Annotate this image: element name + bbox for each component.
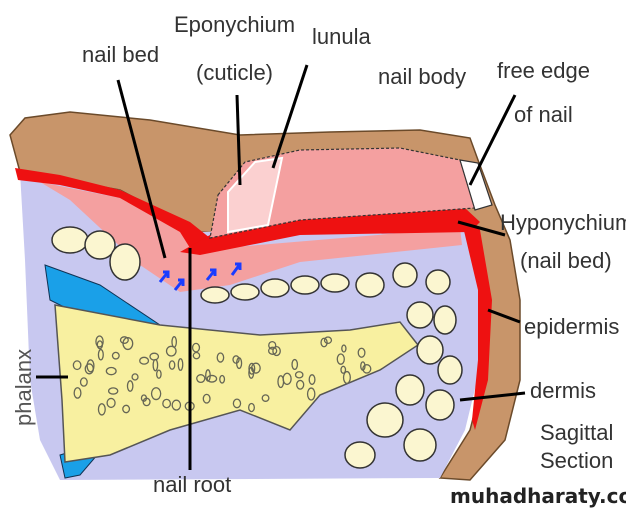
trabecula [219, 374, 226, 384]
label-section: Section [540, 448, 613, 473]
trabecula [206, 374, 218, 383]
trabecula [296, 379, 305, 390]
trabecula [107, 387, 119, 395]
fat-lobules [51, 226, 463, 469]
label-nail-body: nail body [378, 64, 466, 89]
trabecula [336, 353, 345, 365]
label-of-nail: of nail [514, 102, 573, 127]
trabecula [177, 358, 184, 371]
trabecula [196, 374, 206, 384]
trabecula [111, 351, 120, 360]
label-epidermis: epidermis [524, 314, 619, 339]
trabecula [216, 352, 225, 363]
trabecula [261, 394, 270, 402]
trabecula [248, 366, 255, 379]
trabecula [191, 342, 201, 353]
trabecula [139, 356, 150, 365]
trabecula [72, 360, 82, 371]
trabecula [202, 393, 211, 404]
trabecula [232, 398, 242, 409]
trabecula [105, 366, 117, 376]
trabecula [97, 403, 106, 416]
lunula-shape [227, 156, 284, 234]
hyponychium-red [460, 215, 492, 430]
blue-arrows [158, 262, 242, 291]
trabecula [267, 346, 278, 355]
eponychium-red-line [15, 168, 210, 248]
trabecula [95, 335, 104, 348]
trabecula [152, 358, 159, 372]
trabecula [341, 344, 347, 353]
trabecula [340, 365, 347, 374]
trabecula [248, 402, 255, 413]
label-sagittal: Sagittal [540, 420, 613, 445]
trabecula [308, 374, 316, 385]
free-edge-shape [459, 159, 493, 211]
trabecula [306, 387, 316, 401]
label-phalanx: phalanx [11, 349, 36, 426]
label-nail-root: nail root [153, 472, 231, 497]
trabecula [140, 394, 148, 402]
pointer-lines [36, 64, 526, 470]
label-lunula: lunula [312, 24, 371, 49]
trabecula [272, 345, 281, 357]
trabecula [291, 358, 299, 370]
trabecula [150, 387, 162, 401]
label-nail-bed: nail bed [82, 42, 159, 67]
trabecula [294, 371, 304, 379]
trabecula [232, 355, 240, 364]
bone-trabeculae [72, 335, 372, 416]
trabecula [86, 359, 95, 373]
trabecula [131, 373, 139, 381]
trabecula [156, 369, 162, 379]
trabecula [162, 398, 172, 409]
trabecula [323, 336, 333, 344]
trabecula [357, 347, 366, 358]
trabecula [168, 360, 176, 370]
trabecula [106, 397, 116, 409]
trabecula [320, 337, 328, 348]
label-hyponychium-sub: (nail bed) [520, 248, 612, 273]
trabecula [171, 399, 182, 411]
watermark: muhadharaty.com [450, 484, 626, 508]
trabecula [362, 364, 372, 374]
trabecula [126, 380, 134, 392]
label-hyponychium: Hyponychium [500, 210, 626, 235]
label-free-edge: free edge [497, 58, 590, 83]
trabecula [122, 404, 131, 414]
label-dermis: dermis [530, 378, 596, 403]
trabecula [97, 348, 104, 361]
trabecula [73, 387, 82, 399]
label-eponychium: Eponychium [174, 12, 295, 37]
trabecula [165, 345, 177, 357]
trabecula [96, 340, 104, 350]
trabecula [360, 361, 366, 371]
trabecula [119, 336, 129, 344]
trabecula [192, 351, 201, 360]
nail-bed-red [180, 208, 480, 255]
trabecula [282, 372, 292, 386]
label-cuticle: (cuticle) [196, 60, 273, 85]
trabecula [342, 370, 351, 385]
trabecula [79, 377, 88, 387]
trabecula [268, 341, 277, 350]
